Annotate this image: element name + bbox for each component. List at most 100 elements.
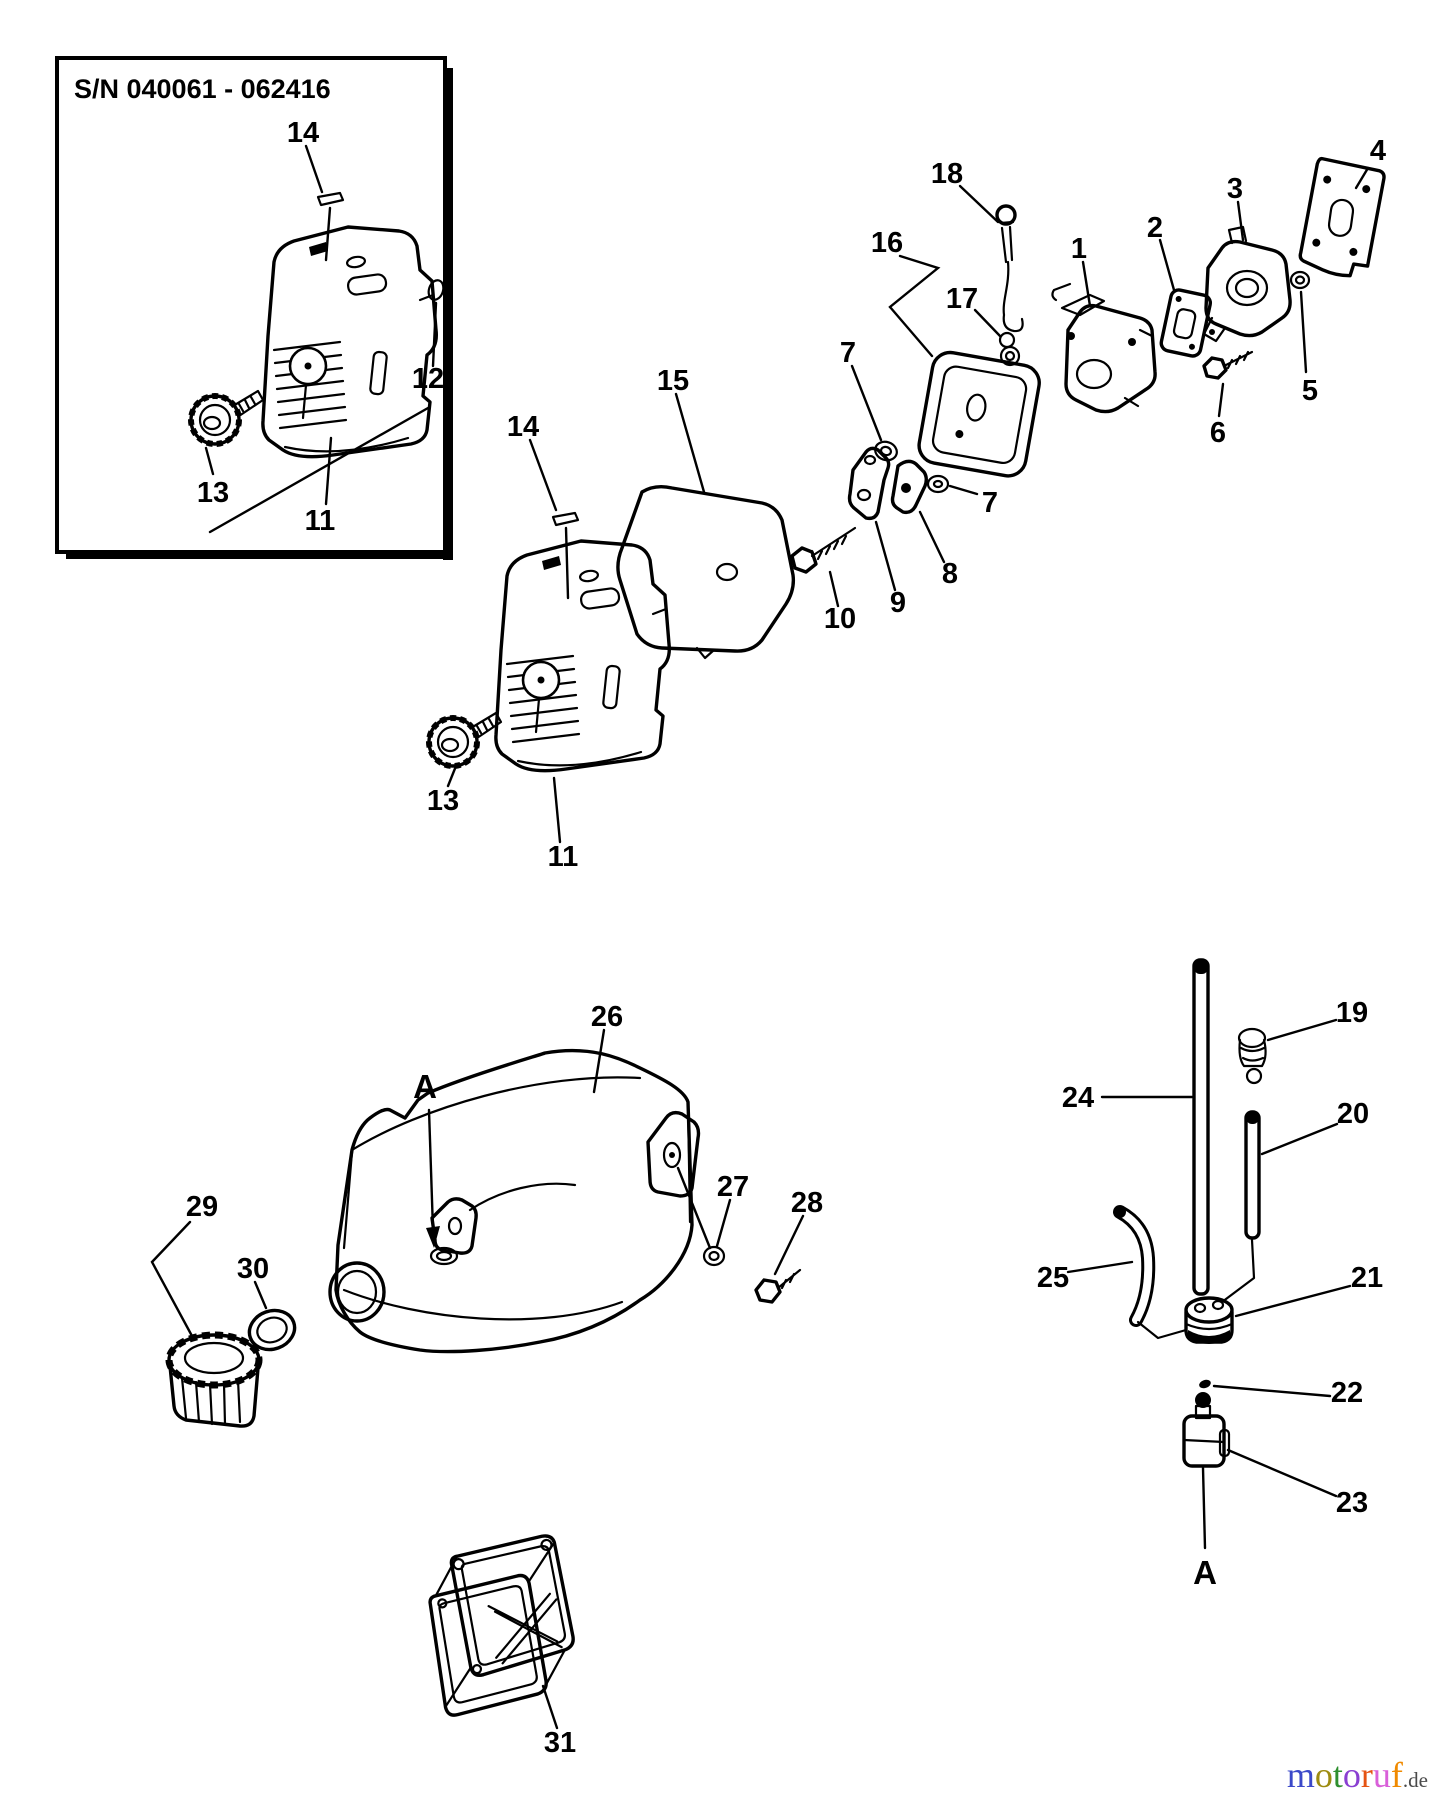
leader-line bbox=[1226, 1448, 1338, 1498]
callout-23: 23 bbox=[1336, 1487, 1368, 1519]
carburetor-lever bbox=[1051, 282, 1106, 317]
ring-part-30 bbox=[247, 1308, 297, 1352]
callout-14: 14 bbox=[287, 117, 319, 149]
leader-line bbox=[541, 1684, 559, 1730]
callout-21: 21 bbox=[1351, 1262, 1383, 1294]
frame-ear-hole bbox=[452, 1558, 465, 1571]
tank-top-edge bbox=[350, 1076, 642, 1152]
bracket-hole bbox=[863, 454, 877, 466]
callout-19: 19 bbox=[1336, 997, 1368, 1029]
tube-part-24 bbox=[1192, 958, 1210, 1296]
leader-line bbox=[918, 510, 946, 564]
tube-part-25-inner bbox=[1116, 1208, 1153, 1324]
nut-part-5-hole bbox=[1294, 275, 1306, 285]
screw-part-10-head bbox=[790, 546, 818, 574]
fuel-filter-band bbox=[1182, 1438, 1226, 1444]
cam-part-8 bbox=[890, 459, 928, 515]
insulator-part-3 bbox=[1204, 239, 1292, 338]
leader-line bbox=[1354, 166, 1370, 190]
leader-line bbox=[874, 520, 897, 592]
tube-part-25-end bbox=[1114, 1206, 1126, 1218]
callout-2: 2 bbox=[1147, 212, 1163, 244]
watermark-logo[interactable]: motoruf.de bbox=[1287, 1754, 1428, 1796]
callout-29: 29 bbox=[186, 1191, 218, 1223]
callout-25: 25 bbox=[1037, 1262, 1069, 1294]
strip-part-14-a bbox=[316, 191, 345, 207]
leader-line bbox=[446, 764, 458, 788]
cover-assembly-group: 14 13 11 bbox=[427, 411, 672, 873]
fuel-tank-part-26 bbox=[334, 1048, 694, 1354]
carburetor-group: 1 2 3 4 5 6 bbox=[1051, 135, 1386, 449]
callout-7-lower: 7 bbox=[982, 487, 998, 519]
callout-12: 12 bbox=[412, 363, 444, 395]
grommet-part-21-top bbox=[1184, 1296, 1234, 1324]
callout-20: 20 bbox=[1337, 1098, 1369, 1130]
plate-part-4 bbox=[1298, 156, 1386, 278]
frame-part-31-front bbox=[428, 1573, 548, 1717]
washer-part-7-lower-hole bbox=[932, 479, 944, 489]
logo-letter: t bbox=[1332, 1755, 1343, 1795]
air-filter-hole bbox=[715, 562, 739, 582]
grommet-band bbox=[1184, 1322, 1234, 1331]
callout-28: 28 bbox=[791, 1187, 823, 1219]
screw-part-28-shank bbox=[776, 1268, 802, 1290]
carburetor-detail bbox=[1123, 328, 1154, 408]
cap-part-29-ribs bbox=[180, 1376, 242, 1426]
leader-line bbox=[253, 1280, 268, 1310]
screw-part-28-head bbox=[754, 1278, 782, 1304]
ring-part-30-inner bbox=[256, 1316, 288, 1344]
grommet-hole bbox=[1211, 1299, 1225, 1311]
grommet-part-12 bbox=[427, 279, 445, 301]
tank-lug bbox=[646, 1110, 701, 1198]
serial-box-border bbox=[55, 56, 447, 554]
leader-line bbox=[552, 776, 562, 844]
tank-neck bbox=[328, 1261, 386, 1323]
air-filter-notch bbox=[695, 646, 716, 660]
fuel-filter-neck bbox=[1194, 1404, 1212, 1420]
serial-box-shadow-bottom bbox=[66, 550, 453, 559]
filter-hardware-group: 7 7 10 9 8 bbox=[790, 337, 998, 635]
section-marker-a-tank: A bbox=[413, 1068, 437, 1105]
strip-part-14-b bbox=[551, 511, 580, 527]
washer-part-27 bbox=[702, 1245, 726, 1267]
callout-9: 9 bbox=[890, 587, 906, 619]
callout-11b: 11 bbox=[548, 841, 579, 873]
air-cleaner-case-group: 16 17 18 bbox=[871, 158, 1041, 478]
leader-line bbox=[204, 446, 215, 476]
callout-5: 5 bbox=[1302, 375, 1318, 407]
callout-1: 1 bbox=[1071, 233, 1087, 265]
callout-13: 13 bbox=[197, 477, 229, 509]
gasket-hole bbox=[1188, 343, 1195, 350]
tube-part-24-cap bbox=[1194, 960, 1208, 974]
frame-part-31-front-inner bbox=[438, 1584, 538, 1704]
leader-line bbox=[1236, 200, 1245, 242]
frame-corner-links bbox=[434, 1541, 566, 1707]
leader-line bbox=[431, 301, 438, 368]
leader-line bbox=[1066, 1260, 1134, 1274]
line-connector bbox=[1220, 1238, 1256, 1304]
screw-part-6-head bbox=[1202, 356, 1228, 380]
callout-7-upper: 7 bbox=[840, 337, 856, 369]
screw-part-6-shank bbox=[1222, 350, 1254, 370]
insulator-ear-hole bbox=[1209, 329, 1215, 335]
tube-part-20-cap bbox=[1246, 1112, 1259, 1124]
logo-letter: o bbox=[1314, 1755, 1333, 1795]
insulator-ears bbox=[1202, 225, 1248, 343]
leader-line bbox=[773, 1214, 805, 1276]
carburetor-bore bbox=[1075, 358, 1113, 390]
leader-line bbox=[208, 406, 430, 534]
plate-hole bbox=[1349, 247, 1358, 256]
screw-part-10-shank bbox=[810, 526, 857, 564]
logo-letter: f bbox=[1390, 1755, 1403, 1795]
plate-slot bbox=[1327, 198, 1355, 237]
case-inner-line bbox=[931, 365, 1028, 465]
frame-cross-brace bbox=[487, 1592, 563, 1665]
vent-part-19-top bbox=[1237, 1027, 1267, 1049]
tank-lug-hole bbox=[662, 1141, 682, 1169]
clip-part-17 bbox=[999, 345, 1021, 367]
washer-part-27-hole bbox=[708, 1250, 720, 1262]
fuel-line-group: 24 19 20 25 21 22 23 bbox=[1037, 958, 1383, 1591]
knob-part-13-a bbox=[191, 391, 263, 444]
plate-hole bbox=[1323, 175, 1332, 184]
leader-line bbox=[1234, 1284, 1352, 1318]
